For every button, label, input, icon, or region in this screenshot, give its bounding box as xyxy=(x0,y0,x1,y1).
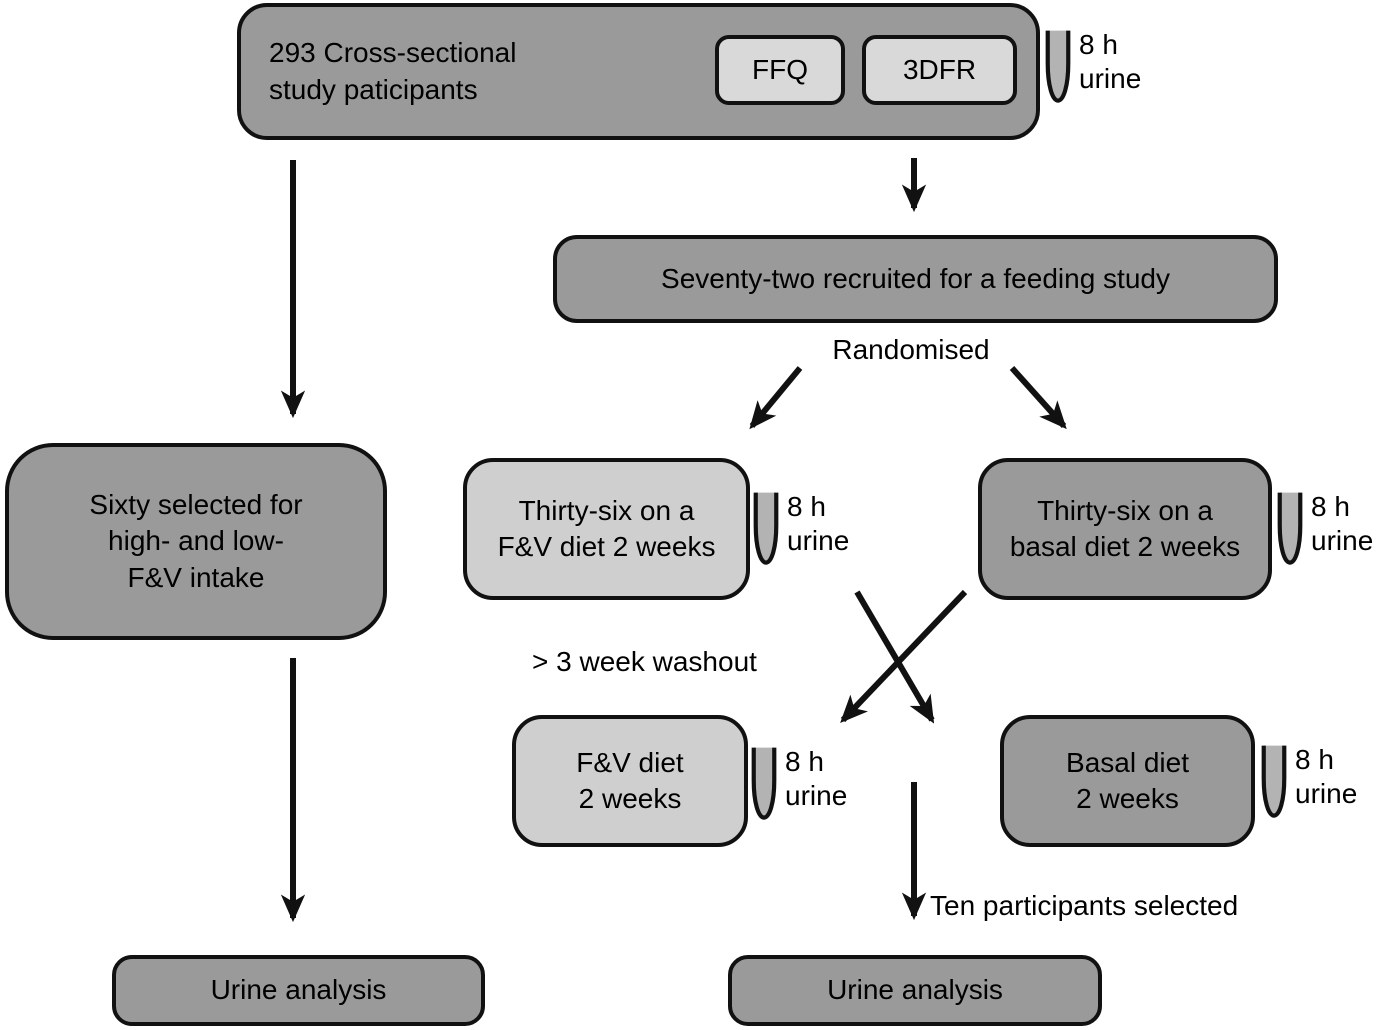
urine-tube-icon xyxy=(753,492,779,565)
seventy-two-label: Seventy-two recruited for a feeding stud… xyxy=(661,262,1170,294)
box-seventy-two: Seventy-two recruited for a feeding stud… xyxy=(553,235,1278,323)
box-urine-analysis-right: Urine analysis xyxy=(728,955,1102,1026)
sixty-selected-label: Sixty selected for high- and low- F&V in… xyxy=(89,488,303,593)
arrow-randomised-right xyxy=(1009,365,1067,430)
thirtysix-fv-label: Thirty-six on a F&V diet 2 weeks xyxy=(497,494,716,562)
urine-tube-icon xyxy=(1277,492,1303,565)
urine-sample-marker-top: 8 h urine xyxy=(1044,28,1141,106)
urine-analysis-left-label: Urine analysis xyxy=(210,974,387,1006)
box-sixty-selected: Sixty selected for high- and low- F&V in… xyxy=(5,443,387,640)
urine-sample-label: 8 h urine xyxy=(1311,491,1374,557)
dfr-label: 3DFR xyxy=(902,53,977,85)
urine-sample-label: 8 h urine xyxy=(787,491,850,557)
box-urine-analysis-left: Urine analysis xyxy=(112,955,485,1026)
arrow-crossover-fv-to-basal xyxy=(854,590,935,724)
thirtysix-basal-label: Thirty-six on a basal diet 2 weeks xyxy=(1009,494,1241,562)
fv-diet-label: F&V diet 2 weeks xyxy=(576,746,684,814)
washout-label: > 3 week washout xyxy=(532,646,757,677)
urine-analysis-right-label: Urine analysis xyxy=(827,974,1003,1006)
box-fv-diet: F&V diet 2 weeks xyxy=(512,715,748,847)
box-thirtysix-fv: Thirty-six on a F&V diet 2 weeks xyxy=(463,458,750,600)
basal-diet-label: Basal diet 2 weeks xyxy=(1066,746,1189,814)
urine-tube-icon xyxy=(1045,30,1071,103)
urine-sample-marker-fv2: 8 h urine xyxy=(750,745,847,823)
box-3dfr: 3DFR xyxy=(862,35,1017,105)
ffq-label: FFQ xyxy=(752,53,808,85)
arrow-randomised-left xyxy=(749,366,803,430)
box-cross-sectional: 293 Cross-sectional study paticipants xyxy=(237,3,1040,140)
urine-sample-marker-fv36: 8 h urine xyxy=(752,490,849,568)
cross-sectional-label: 293 Cross-sectional study paticipants xyxy=(269,37,517,105)
randomised-label: Randomised xyxy=(832,334,990,365)
box-thirtysix-basal: Thirty-six on a basal diet 2 weeks xyxy=(978,458,1272,600)
urine-tube-icon xyxy=(751,747,777,820)
ten-selected-label: Ten participants selected xyxy=(930,890,1239,921)
arrow-crossover-basal-to-fv xyxy=(840,589,968,723)
urine-tube-icon xyxy=(1261,745,1287,818)
box-basal-diet: Basal diet 2 weeks xyxy=(1000,715,1255,847)
urine-sample-label: 8 h urine xyxy=(785,746,848,812)
urine-sample-marker-basal36: 8 h urine xyxy=(1276,490,1373,568)
urine-sample-label: 8 h urine xyxy=(1295,744,1358,810)
box-ffq: FFQ xyxy=(715,35,845,105)
urine-sample-marker-basal2: 8 h urine xyxy=(1260,743,1357,821)
urine-sample-label: 8 h urine xyxy=(1079,29,1142,95)
